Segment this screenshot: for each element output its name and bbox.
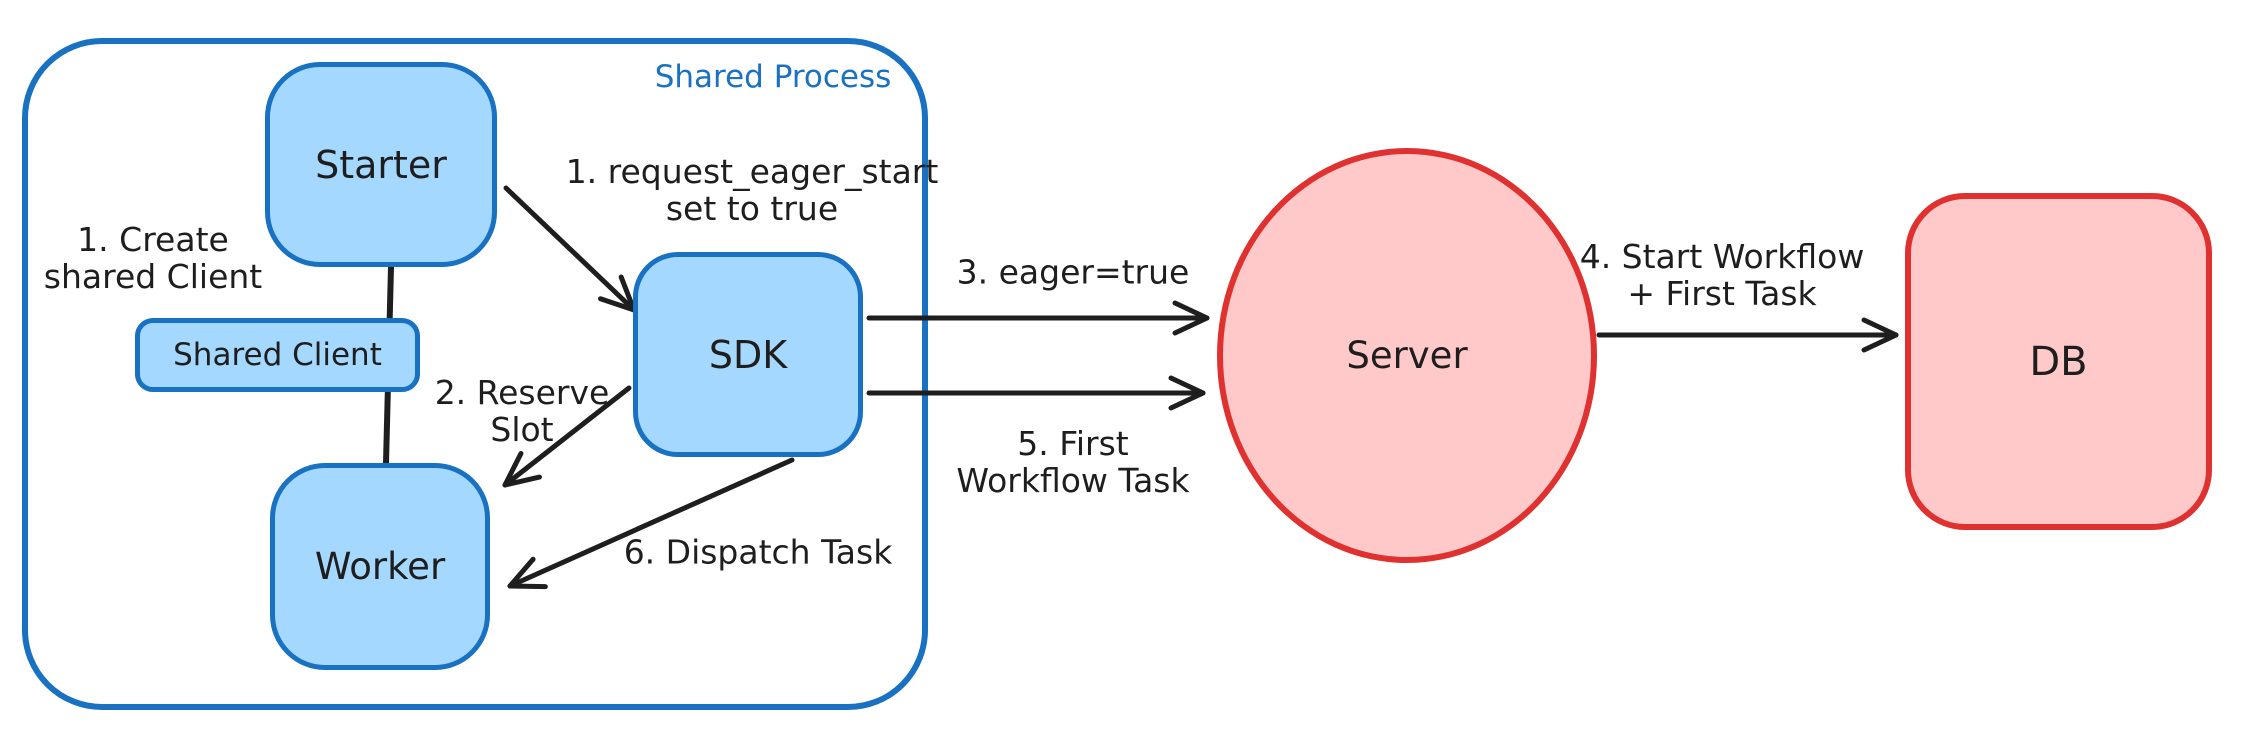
annotation-line: 1. request_eager_start bbox=[565, 152, 939, 191]
db-node: DB bbox=[1905, 193, 2212, 530]
server-label: Server bbox=[1346, 334, 1468, 377]
annotation-line: 2. Reserve bbox=[434, 373, 610, 412]
annotation-dispatch-task: 6. Dispatch Task bbox=[624, 534, 893, 571]
starter-node: Starter bbox=[265, 62, 497, 267]
sdk-node: SDK bbox=[633, 252, 863, 457]
annotation-line: shared Client bbox=[43, 257, 263, 296]
server-node: Server bbox=[1217, 148, 1597, 563]
annotation-line: 1. Create bbox=[77, 220, 229, 259]
sdk-label: SDK bbox=[708, 332, 788, 377]
annotation-line: set to true bbox=[665, 189, 839, 228]
shared-client-label: Shared Client bbox=[173, 337, 382, 373]
worker-node: Worker bbox=[270, 463, 490, 670]
annotation-eager-true: 3. eager=true bbox=[957, 254, 1190, 291]
annotation-line: 4. Start Workflow bbox=[1579, 237, 1865, 276]
annotation-line: 3. eager=true bbox=[956, 252, 1190, 292]
annotation-line: + First Task bbox=[1627, 274, 1817, 313]
db-label: DB bbox=[2029, 338, 2088, 385]
annotation-line: 6. Dispatch Task bbox=[623, 532, 893, 572]
annotation-line: 5. First bbox=[1017, 424, 1129, 463]
worker-label: Worker bbox=[314, 545, 446, 588]
annotation-request-eager-start: 1. request_eager_start set to true bbox=[566, 153, 939, 227]
annotation-first-workflow-task: 5. First Workflow Task bbox=[956, 425, 1189, 499]
annotation-reserve-slot: 2. Reserve Slot bbox=[435, 374, 610, 448]
annotation-create-shared-client: 1. Create shared Client bbox=[44, 221, 262, 295]
shared-client-node: Shared Client bbox=[135, 318, 420, 392]
annotation-line: Workflow Task bbox=[956, 461, 1190, 500]
shared-process-label: Shared Process bbox=[654, 59, 892, 95]
annotation-start-workflow-first-task: 4. Start Workflow + First Task bbox=[1580, 238, 1865, 312]
annotation-line: Slot bbox=[490, 410, 554, 449]
starter-label: Starter bbox=[315, 142, 447, 187]
